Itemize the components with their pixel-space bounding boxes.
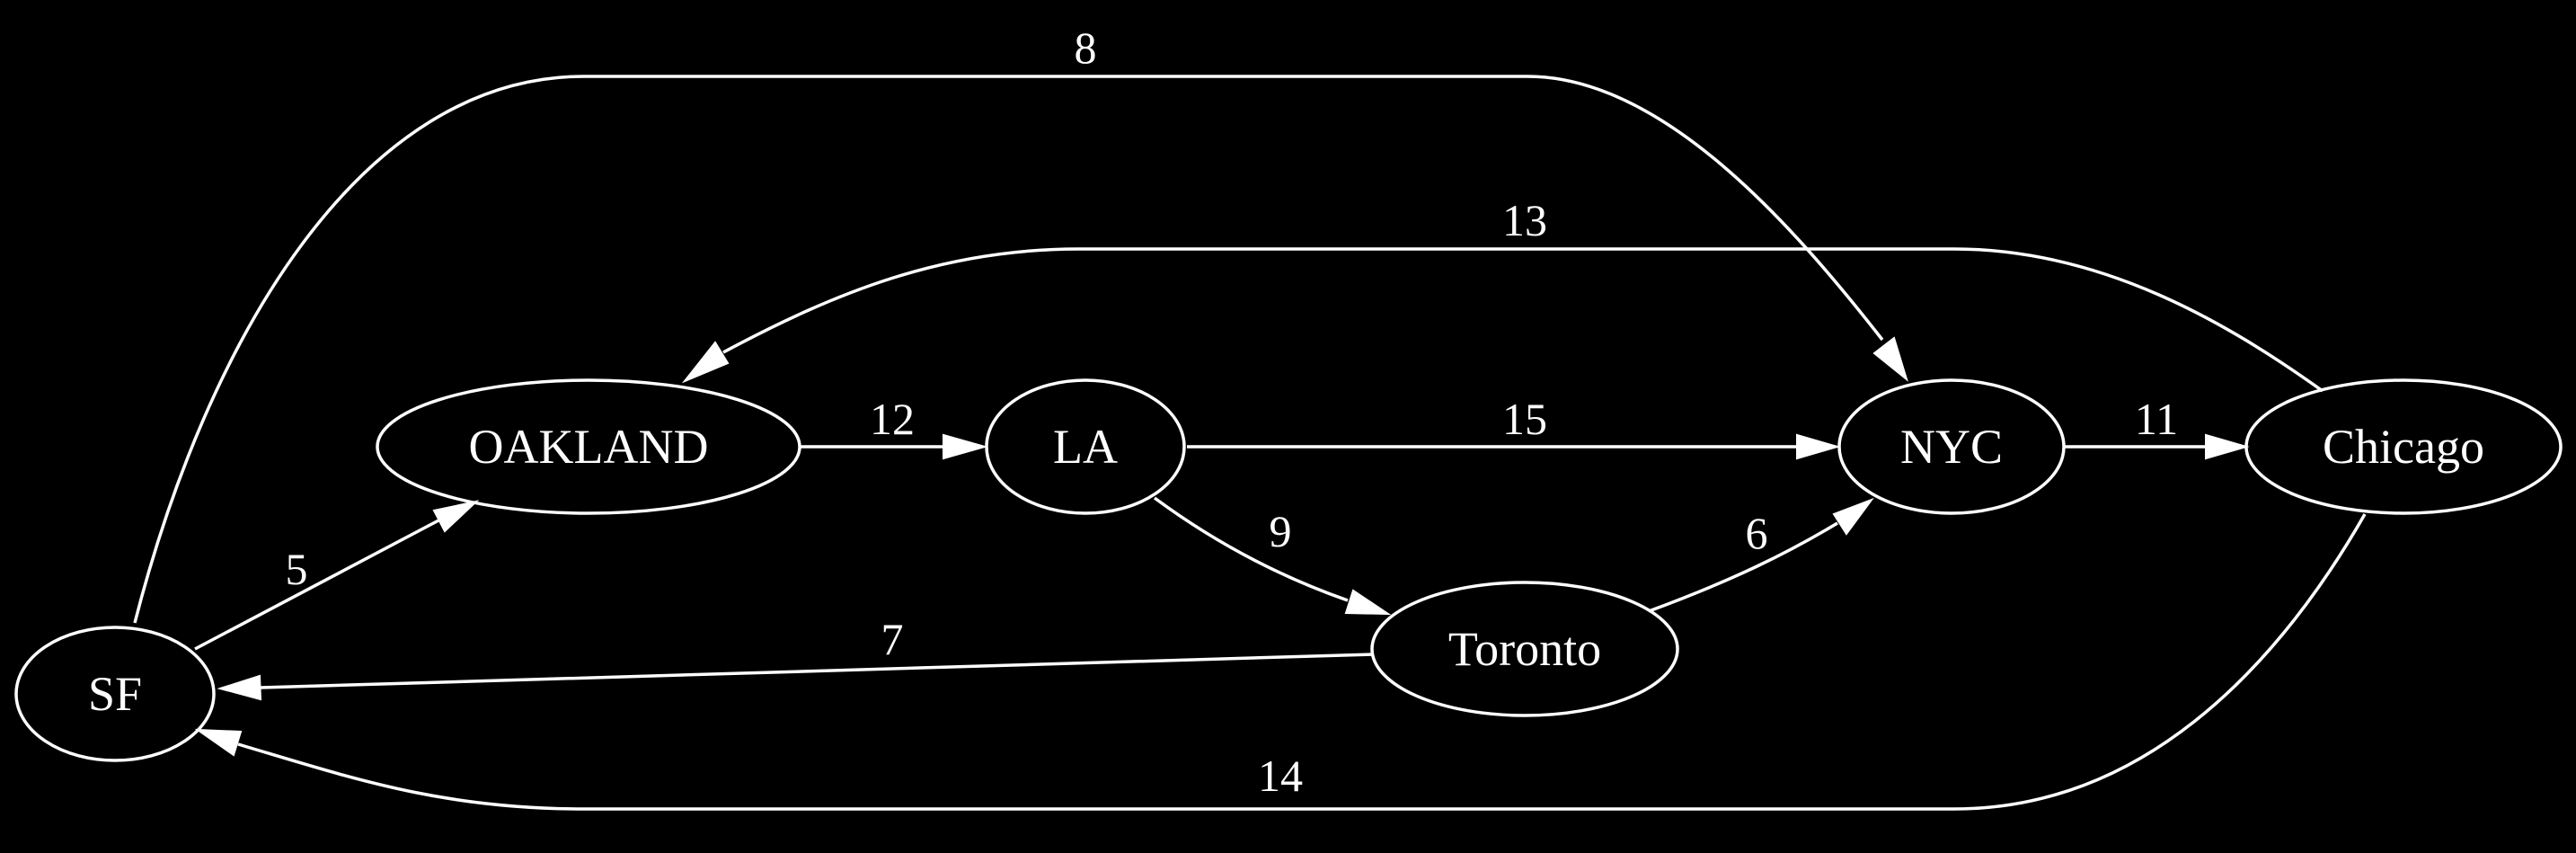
edge-sf-nyc: 8 xyxy=(133,22,1908,624)
arrowhead xyxy=(1344,589,1392,616)
node-oakland[interactable]: OAKLAND xyxy=(376,378,801,515)
node-label: SF xyxy=(88,667,142,721)
edge-label-weight: 15 xyxy=(1502,394,1547,444)
node-label: OAKLAND xyxy=(469,420,709,474)
arrowhead xyxy=(943,433,988,460)
node-label: Chicago xyxy=(2323,420,2484,474)
edge-nyc-chicago: 11 xyxy=(2064,394,2250,460)
node-ellipse xyxy=(2244,378,2563,515)
edge-oakland-la: 12 xyxy=(800,394,988,460)
edge-la-toronto: 9 xyxy=(1153,496,1392,616)
edge-line xyxy=(722,247,2324,393)
edge-la-nyc: 15 xyxy=(1187,394,1841,460)
edge-toronto-nyc: 6 xyxy=(1648,497,1874,613)
edge-label-weight: 6 xyxy=(1746,508,1768,558)
edge-sf-oakland: 5 xyxy=(194,500,480,651)
edge-label-weight: 9 xyxy=(1270,506,1292,556)
edge-label-weight: 7 xyxy=(881,614,904,664)
arrowhead xyxy=(2205,433,2250,460)
node-nyc[interactable]: NYC xyxy=(1837,378,2066,515)
node-ellipse xyxy=(1837,378,2066,515)
node-ellipse xyxy=(985,378,1186,515)
arrowhead xyxy=(681,341,730,384)
node-ellipse xyxy=(1370,581,1679,717)
edge-label-weight: 11 xyxy=(2135,394,2178,444)
edge-label-weight: 5 xyxy=(286,544,308,594)
node-label: NYC xyxy=(1900,420,2003,474)
edge-toronto-sf: 7 xyxy=(217,614,1374,701)
node-ellipse xyxy=(376,378,801,515)
arrowhead xyxy=(1832,497,1874,536)
arrowhead xyxy=(217,674,262,701)
edge-line xyxy=(1153,496,1349,602)
node-ellipse xyxy=(14,626,216,762)
edge-line xyxy=(237,513,2367,811)
edge-label-weight: 14 xyxy=(1258,751,1303,801)
edge-label-weight: 12 xyxy=(870,394,915,444)
arrowhead xyxy=(1872,336,1908,382)
node-toronto[interactable]: Toronto xyxy=(1370,581,1679,717)
edge-line xyxy=(260,653,1374,689)
edge-label-weight: 13 xyxy=(1502,195,1547,245)
edge-label-weight: 8 xyxy=(1075,22,1097,73)
edge-chicago-sf: 14 xyxy=(194,513,2367,811)
edge-line xyxy=(1648,521,1838,613)
node-label: Toronto xyxy=(1448,622,1601,676)
edge-line xyxy=(194,518,441,651)
arrowhead xyxy=(194,728,243,757)
arrowhead xyxy=(432,500,480,533)
edge-chicago-oakland: 13 xyxy=(681,195,2324,393)
edge-line xyxy=(133,75,1884,624)
node-sf[interactable]: SF xyxy=(14,626,216,762)
arrowhead xyxy=(1796,433,1841,460)
node-label: LA xyxy=(1053,420,1118,474)
node-la[interactable]: LA xyxy=(985,378,1186,515)
node-chicago[interactable]: Chicago xyxy=(2244,378,2563,515)
